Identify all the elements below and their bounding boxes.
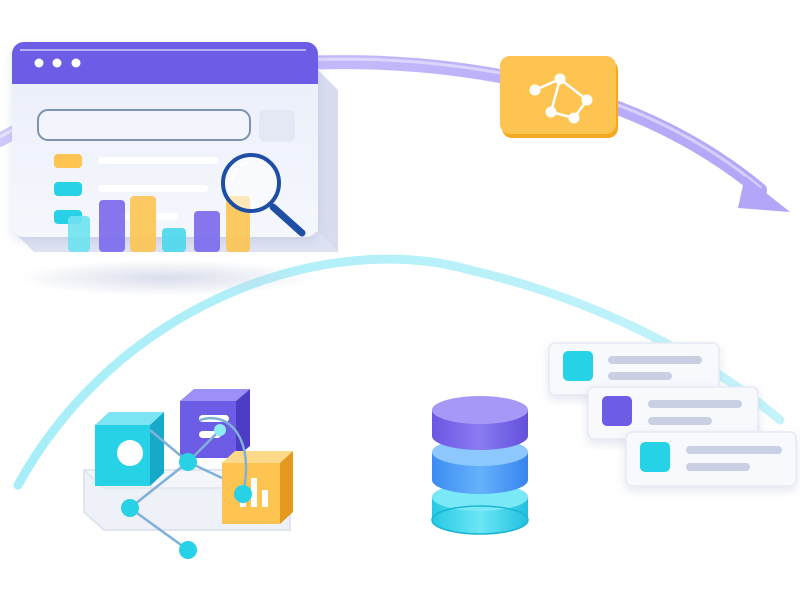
window-dot xyxy=(71,58,81,68)
search-bar xyxy=(37,109,251,141)
window-dot xyxy=(34,58,44,68)
arrowhead-icon xyxy=(738,176,790,212)
window-dot xyxy=(52,58,62,68)
cube-cluster-icon xyxy=(82,389,293,559)
network-graph-icon xyxy=(500,56,618,138)
cube-purple xyxy=(180,389,250,458)
database-icon xyxy=(431,396,529,535)
document-card-stack xyxy=(548,342,797,487)
document-card-icon xyxy=(548,342,720,396)
search-button xyxy=(259,110,295,142)
cube-yellow xyxy=(222,451,293,524)
cube-cyan xyxy=(95,412,164,486)
magnifier-icon xyxy=(221,153,306,237)
document-card-icon xyxy=(587,386,759,440)
document-card-icon xyxy=(625,431,797,487)
browser-window-icon xyxy=(12,42,338,296)
